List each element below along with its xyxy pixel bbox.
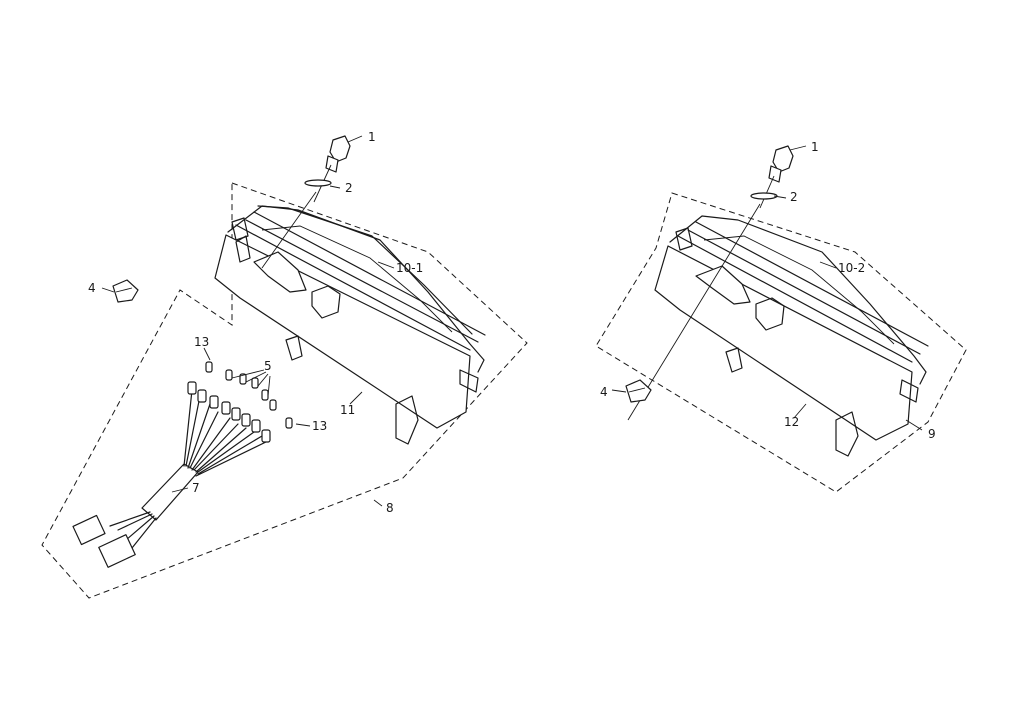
callout-labels: 1 2 10-1 4 13 5 13 11 7 8 1 2 10-2 4 12 … (88, 130, 936, 515)
leader-lines (101, 135, 923, 507)
left-assembly (41, 135, 528, 599)
speedometer-body-12 (654, 215, 929, 457)
right-assembly (595, 145, 967, 493)
washer-2-right (750, 192, 778, 200)
callout-5: 5 (264, 359, 272, 373)
assembly-boundary-9 (595, 192, 967, 493)
callout-11: 11 (340, 403, 355, 417)
callout-1-left: 1 (368, 130, 376, 144)
wire-harness-7 (72, 381, 271, 568)
callout-8: 8 (386, 501, 394, 515)
callout-2-right: 2 (790, 190, 798, 204)
speedometer-body-11 (214, 205, 486, 445)
callout-4-left: 4 (88, 281, 96, 295)
screw-1-right (759, 145, 794, 209)
grommet-4-right (625, 379, 652, 403)
assembly-boundary-8 (41, 182, 528, 599)
callout-13-right: 13 (312, 419, 327, 433)
callout-13-top: 13 (194, 335, 209, 349)
terminals-5-13 (205, 361, 293, 429)
callout-12: 12 (784, 415, 799, 429)
callout-9: 9 (928, 427, 936, 441)
grommet-4-left (112, 279, 139, 303)
washer-2-left (304, 179, 332, 187)
callout-1-right: 1 (811, 140, 819, 154)
callout-4-right: 4 (600, 385, 608, 399)
callout-10-2: 10-2 (838, 261, 865, 275)
callout-10-1: 10-1 (396, 261, 423, 275)
callout-7: 7 (192, 481, 200, 495)
callout-2-left: 2 (345, 181, 353, 195)
